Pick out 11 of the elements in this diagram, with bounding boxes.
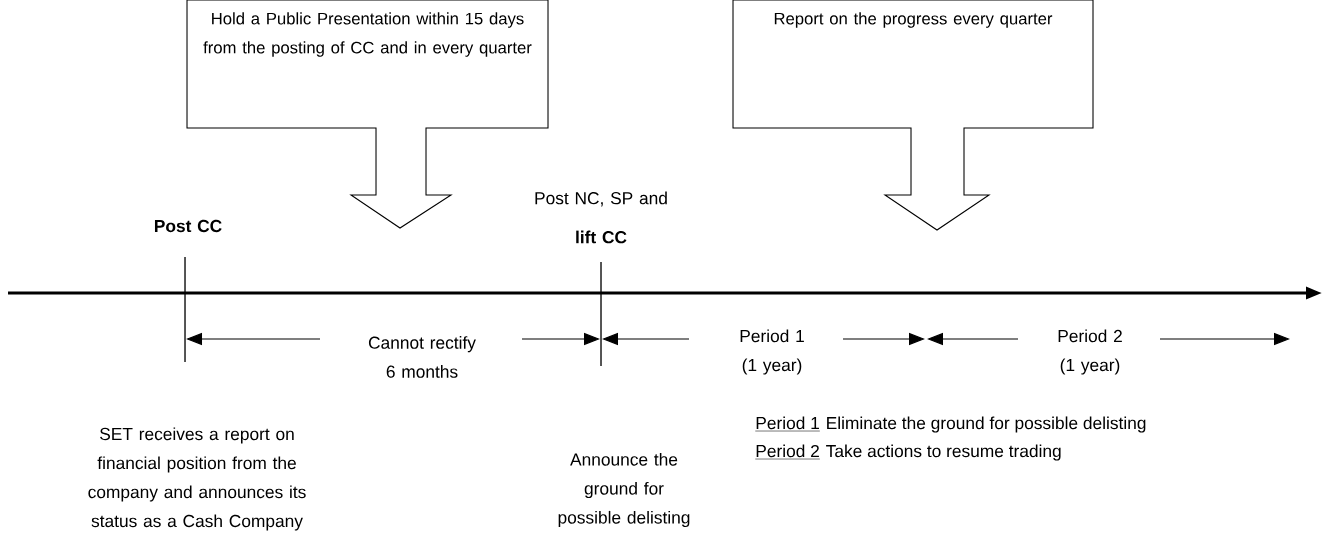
duration-label: Period 1 (1 year) (740, 329, 804, 375)
description-text: SET receives a report on financial position from the company and announces its status as a Cash Company (88, 427, 306, 531)
period-definition: Take actions to resume trading (826, 444, 1061, 461)
period-definition: Eliminate the ground for possible delisting (827, 416, 1146, 433)
duration-label: Period 2 (1 year) (1058, 329, 1122, 375)
period-term: Period 1 (755, 416, 821, 432)
callout-box: Report on the progress every quarter (732, 0, 1094, 231)
period-term: Period 2 (755, 444, 821, 460)
duration-label: Cannot rectify 6 months (368, 336, 476, 378)
event-label: lift CC (576, 230, 627, 244)
description-text: Announce the ground for possible delisting (558, 452, 690, 528)
